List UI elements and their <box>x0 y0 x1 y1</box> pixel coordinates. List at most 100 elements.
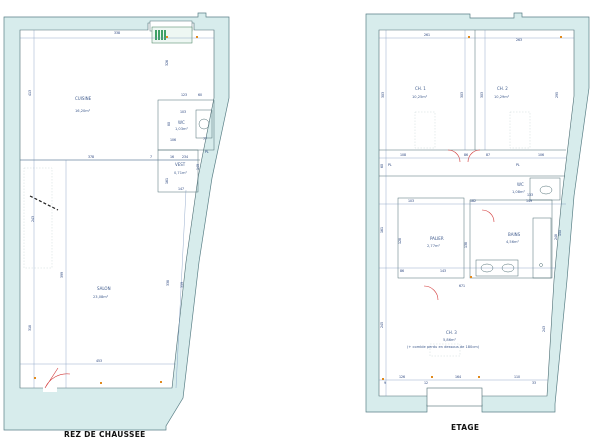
dim-bottom: 453 <box>96 359 102 363</box>
ground-wc-fixture <box>195 109 213 139</box>
upper-dim-243: 243 <box>542 326 546 332</box>
dim-234: 234 <box>182 155 188 159</box>
upper-markers <box>382 36 562 380</box>
upper-pl-label-left: PL <box>388 163 392 167</box>
dim-16: 16 <box>170 155 174 159</box>
dim-right-mid: 338 <box>166 280 170 286</box>
room-name-upper-wc: WC <box>517 182 524 187</box>
ground-wc-toilet <box>198 118 210 130</box>
upper-dim-138: 138 <box>464 242 468 248</box>
ground-vest-partition <box>157 149 199 193</box>
room-area-bains: 4,56m² <box>506 240 520 244</box>
ground-floor-label: REZ DE CHAUSSEE <box>64 430 146 439</box>
upper-dim-110: 110 <box>514 375 520 379</box>
upper-wc-outline <box>529 177 561 201</box>
upper-floor-label: ETAGE <box>451 423 479 432</box>
upper-dim-182: 182 <box>470 199 476 203</box>
room-area-ch2: 10,29m² <box>494 95 510 99</box>
room-area-salon: 23,08m² <box>93 295 109 299</box>
room-name-ch1: CH. 1 <box>415 86 426 91</box>
front-door-gap <box>43 386 57 392</box>
dim-salon-height: 399 <box>60 272 64 278</box>
dim-top-right: 326 <box>165 60 169 66</box>
dim-149: 149 <box>196 164 200 170</box>
upper-dim-33: 33 <box>532 381 536 385</box>
upper-dim-ch2-mid: 303 <box>480 92 484 98</box>
upper-dim-106: 106 <box>538 153 544 157</box>
dim-top: 338 <box>114 31 120 35</box>
ch1-skylight <box>414 111 436 149</box>
upper-balcony-window <box>426 387 483 407</box>
room-area-ch1: 10,25m² <box>412 95 428 99</box>
dim-147: 147 <box>178 187 184 191</box>
dim-vest-w: 106 <box>170 138 176 142</box>
room-area-cuisine: 16,20m² <box>75 109 91 113</box>
room-area-ch3: 5,86m² <box>443 338 457 342</box>
room-area-upper-wc: 1,08m² <box>512 190 526 194</box>
upper-dim-108: 108 <box>400 153 406 157</box>
bathtub-drain <box>539 263 543 267</box>
stair-outline <box>23 167 53 269</box>
bains-outline <box>469 199 553 279</box>
upper-dim-248: 248 <box>554 234 558 240</box>
room-name-salon: SALON <box>97 286 111 291</box>
ch3-skylight <box>429 343 461 357</box>
front-door-swing <box>44 367 71 389</box>
stair-cut-line <box>29 195 59 211</box>
upper-dim-87: 87 <box>486 153 490 157</box>
upper-dim-671: 671 <box>459 284 465 288</box>
dim-wc-w: 103 <box>180 110 186 114</box>
upper-dim-161: 161 <box>380 227 384 233</box>
upper-dim-126: 126 <box>399 375 405 379</box>
room-name-ch3: CH. 3 <box>446 330 457 335</box>
upper-pl-label-right: PL <box>516 163 520 167</box>
ground-floor-plan: 338 326 413 318 378 243 399 453 359 338 … <box>3 12 230 439</box>
upper-dim-60: 60 <box>380 164 384 168</box>
dim-stair-height: 243 <box>31 216 35 222</box>
upper-dim-164: 164 <box>455 375 461 379</box>
door-bains <box>481 209 495 223</box>
room-area-ground-wc: 1,03m² <box>175 127 189 131</box>
room-area-palier: 2,77m² <box>427 244 441 248</box>
upper-dim-245: 245 <box>380 322 384 328</box>
room-area-vest: 0,71m² <box>174 171 188 175</box>
upper-dim-ch1-left: 303 <box>381 92 385 98</box>
upper-dim-9: 9 <box>384 381 386 385</box>
dim-7: 7 <box>150 155 152 159</box>
door-ch2 <box>467 149 481 163</box>
dim-right-lower: 359 <box>180 282 184 288</box>
upper-dim-ch1-mid: 303 <box>460 92 464 98</box>
upper-dim-133: 133 <box>527 193 533 197</box>
room-note-ch3: (+ comble perdu en dessous de 180cm) <box>407 345 480 349</box>
ground-markers <box>34 36 198 384</box>
room-name-bains: BAINS <box>508 232 521 237</box>
upper-dim-103: 103 <box>408 199 414 203</box>
dim-middle-width: 378 <box>88 155 94 159</box>
upper-floor-interior <box>378 29 575 397</box>
door-ch1 <box>447 149 461 163</box>
room-name-ground-wc: WC <box>178 120 185 125</box>
ground-pl-label: PL <box>205 150 209 154</box>
dim-vest-h: 161 <box>165 178 169 184</box>
upper-dim-150: 150 <box>558 230 562 236</box>
dim-right-line <box>175 189 187 389</box>
dim-left-upper: 413 <box>28 90 32 96</box>
upper-dim-143: 143 <box>440 269 446 273</box>
dim-wc-top: 123 <box>181 93 187 97</box>
sink-handles <box>155 30 166 40</box>
dim-left-lower: 318 <box>28 325 32 331</box>
upper-dim-top-left: 261 <box>424 33 430 37</box>
ch2-skylight <box>509 111 531 149</box>
upper-dim-86b: 86 <box>400 269 404 273</box>
dim-60: 60 <box>198 93 202 97</box>
bathtub <box>532 217 552 279</box>
upper-dim-149: 149 <box>526 199 532 203</box>
upper-floor-plan: 261 263 303 303 303 295 108 86 87 106 60… <box>365 12 590 432</box>
upper-dim-12: 12 <box>424 381 428 385</box>
room-name-palier: PALIER <box>430 236 444 241</box>
upper-dim-128: 128 <box>398 238 402 244</box>
dim-77: 77 <box>203 137 207 141</box>
upper-dim-ch2-right: 295 <box>555 92 559 98</box>
palier-outline <box>397 197 465 279</box>
